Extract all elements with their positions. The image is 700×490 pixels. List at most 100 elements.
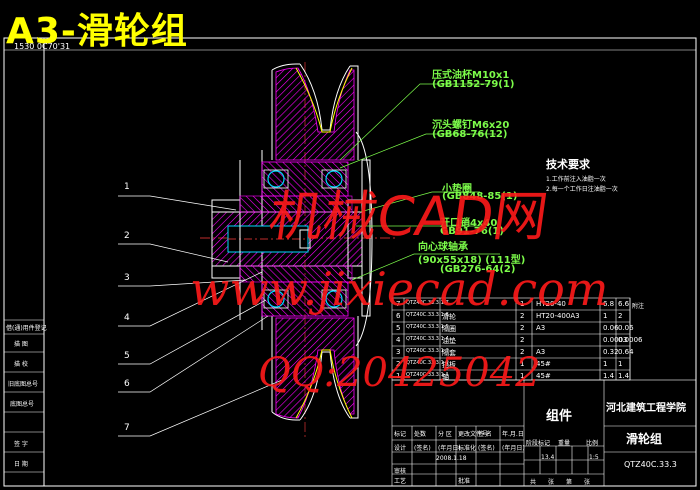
- bom-cell-w2: 0.64: [618, 348, 634, 356]
- bom-cell-code: QTZ40C.33.3.1-6: [406, 312, 449, 318]
- bom-cell-w1: 1: [603, 312, 608, 320]
- bom-cell-name: 隔圈: [442, 325, 456, 333]
- title-block-cell-head-cols: 处数: [414, 431, 427, 438]
- bom-cell-code: QTZ40C.33.3.1-4: [406, 336, 449, 342]
- title-block-cell-head-cols: 分 区: [438, 431, 452, 438]
- title-block-cell-head-cols: 标记: [394, 431, 407, 438]
- callout-3: 3: [124, 273, 130, 283]
- bom-cell-w1: 0.0003: [603, 336, 628, 344]
- bom-cell-material: HT20-40: [536, 300, 566, 308]
- bom-cell-qty: 1: [520, 360, 525, 368]
- pulley-groove-top: [295, 67, 353, 133]
- bom-cell-code: QTZ40C.33.3.1-1: [406, 372, 449, 378]
- title-block-school: 河北建筑工程学院: [606, 403, 686, 414]
- bom-cell-w1: 1.4: [603, 372, 615, 380]
- title-block-sheet-label: 张: [584, 479, 591, 486]
- label-washer: 小垫圈: [442, 184, 472, 195]
- callout-4: 4: [124, 313, 130, 323]
- title-block-drawing-no: QTZ40C.33.3: [624, 460, 677, 469]
- title-block-drawing-name: 滑轮组: [626, 432, 663, 446]
- bom-cell-no: 7: [396, 300, 401, 308]
- callout-2: 2: [124, 231, 130, 241]
- label-bearing-std: (GB276-64(2): [440, 264, 516, 275]
- left-block-label-7: 日 期: [14, 461, 28, 468]
- green-leaders: [339, 83, 500, 281]
- guard-plate: [355, 131, 373, 347]
- shaft: [211, 199, 363, 279]
- bom-cell-no: 4: [396, 336, 401, 344]
- bom-cell-no: 2: [396, 360, 401, 368]
- bom-table-grid: [391, 297, 631, 381]
- bom-cell-w2: 0.06: [618, 324, 634, 332]
- title-block-cell-design-row: (年月日): [502, 445, 525, 452]
- bom-cell-name: 滑轮: [442, 313, 456, 321]
- tech-requirement-1: 1.工作前注入油脂一次: [546, 176, 606, 183]
- label-washer-std: (GB848-85(1): [442, 191, 518, 202]
- callout-1: 1: [124, 182, 130, 192]
- tech-requirements-heading: 技术要求: [546, 158, 590, 171]
- bom-cell-material: 45#: [536, 372, 551, 380]
- label-screw: 沉头螺钉M6x20: [432, 120, 510, 131]
- bom-cell-w1: 1: [603, 360, 608, 368]
- outer-frame: [3, 37, 697, 487]
- bom-cell-code: QTZ40C.33.3.1-5: [406, 324, 449, 330]
- bearings: [261, 161, 349, 317]
- label-bearing-size: (90x55x18) (111型): [418, 255, 526, 266]
- spacer-collars: [239, 195, 353, 283]
- bom-cell-name: 挡板: [442, 361, 456, 369]
- label-oil-cup: 压式油杯M10x1: [432, 70, 510, 81]
- bom-cell-qty: 2: [520, 336, 525, 344]
- title-block-cell-design-row: (年月日): [438, 445, 461, 452]
- bom-cell-w2: 2: [618, 312, 623, 320]
- label-oil-cup-std: (GB1152-79(1): [432, 79, 515, 90]
- callout-7: 7: [124, 423, 130, 433]
- title-block-cell-design-row: 标准化: [458, 445, 477, 452]
- callout-5: 5: [124, 351, 130, 361]
- bom-cell-code: QTZ40C.33.3.1-7: [406, 300, 449, 306]
- title-block-sheet-label: 第: [566, 479, 573, 486]
- title-block-mass: 13.4: [541, 454, 555, 461]
- bom-cell-w2: 1.4: [618, 372, 630, 380]
- bom-cell-code: QTZ40C.33.3.1-3: [406, 348, 449, 354]
- title-block-grid: [391, 379, 697, 487]
- bom-cell-w2: 0.0006: [618, 336, 643, 344]
- pulley-groove-bottom: [295, 349, 353, 419]
- callout-6: 6: [124, 379, 130, 389]
- title-block-date: 2008.1.18: [436, 455, 467, 462]
- left-block-label-5: 底图总号: [10, 401, 35, 408]
- bom-cell-qty: 2: [520, 348, 525, 356]
- bom-cell-w1: 0.06: [603, 324, 619, 332]
- bom-cell-material: HT20-400A3: [536, 312, 580, 320]
- title-block-sheet-label: 共: [530, 479, 537, 486]
- bom-note: 附注: [632, 303, 645, 310]
- watermark-url: www.jixiecad.com: [190, 262, 609, 316]
- watermark-qq: QQ:20425042: [258, 350, 541, 396]
- bom-cell-w2: 1: [618, 360, 623, 368]
- bom-cell-material: A3: [536, 324, 546, 332]
- title-block-assembly: 组件: [546, 409, 573, 424]
- bom-cell-code: QTZ40C.33.3.1-2: [406, 360, 449, 366]
- bom-cell-w1: 6.8: [603, 300, 615, 308]
- label-pin: 开口销4x40: [440, 218, 498, 229]
- left-block-label-6: 签 字: [14, 441, 28, 448]
- bom-cell-no: 6: [396, 312, 401, 320]
- bom-cell-no: 5: [396, 324, 401, 332]
- bom-cell-w1: 0.32: [603, 348, 619, 356]
- left-block-label-4: 旧底图总号: [8, 381, 39, 388]
- title-block-cell-head-cols: 签 名: [478, 431, 492, 438]
- title-block-cell-head-cols: 年.月.日: [502, 431, 524, 438]
- watermark-site-name: 机械CAD网: [264, 185, 552, 248]
- title-block-cell-design-row: (签名): [414, 445, 431, 452]
- bom-cell-qty: 2: [520, 324, 525, 332]
- bom-cell-no: 1: [396, 372, 401, 380]
- bom-cell-qty: 2: [520, 312, 525, 320]
- title-block-mass-label: 重量: [558, 440, 571, 447]
- label-screw-std: (GB68-76(12): [432, 129, 508, 140]
- title-block-sheet-label: 张: [548, 479, 555, 486]
- title-block-cell-process-row: 批准: [458, 478, 471, 485]
- title-block-scale: 1:5: [589, 454, 599, 461]
- pulley-hatch-top: [275, 67, 355, 161]
- title-block-cell-process-row: 工艺: [394, 478, 407, 485]
